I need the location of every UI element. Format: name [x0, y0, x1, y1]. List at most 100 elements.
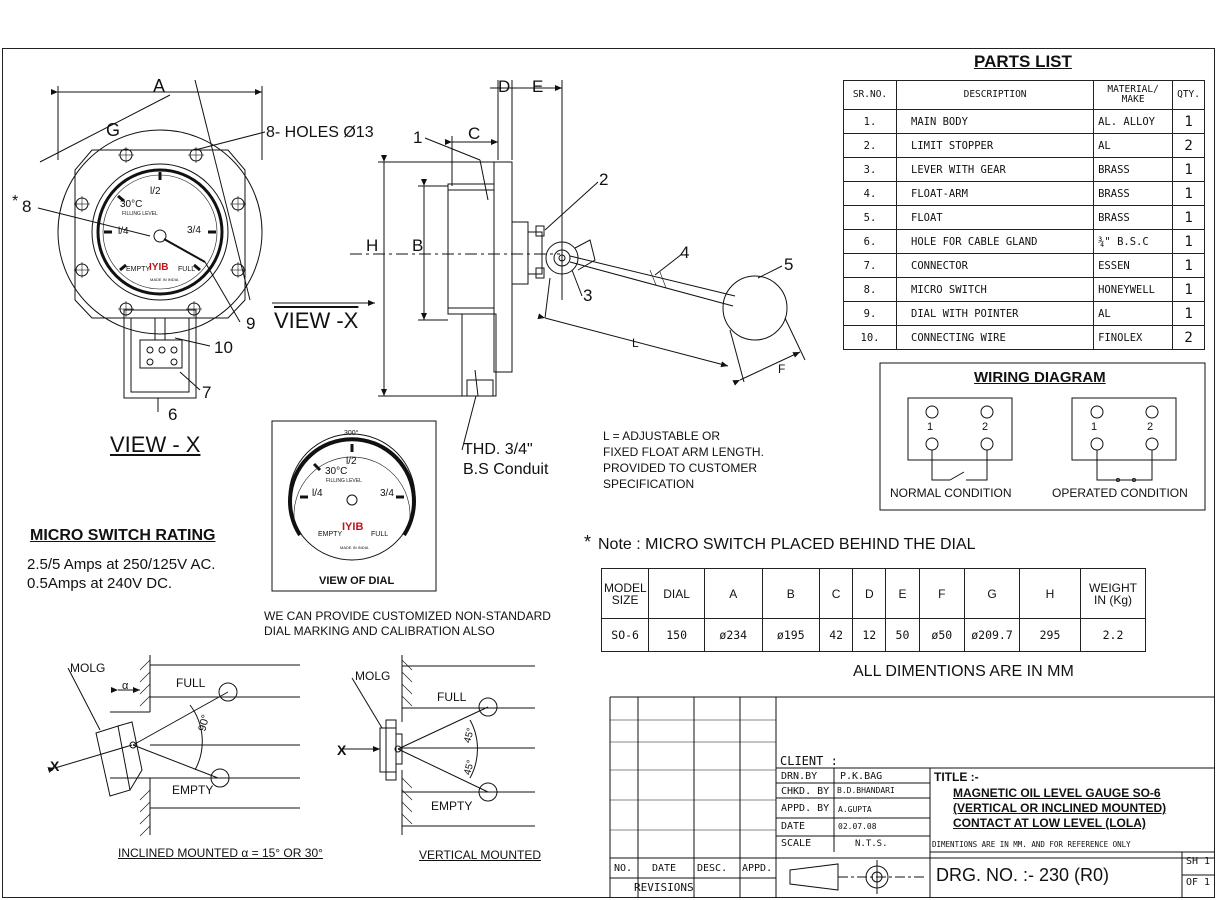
label-4: 4 [680, 243, 690, 262]
tb-title-line-1: MAGNETIC OIL LEVEL GAUGE SO-6 [953, 786, 1161, 800]
parts-header-qty: QTY. [1172, 80, 1205, 110]
wiring-normal-t2: 2 [982, 421, 989, 433]
parts-sr: 8. [843, 277, 897, 302]
tb-chkd-by-label: CHKD. BY [781, 786, 830, 797]
wiring-operated-t1: 1 [1091, 421, 1098, 433]
size-value-cell: ø50 [918, 618, 966, 652]
dial-view-empty: EMPTY [318, 531, 343, 538]
parts-sr: 4. [843, 181, 897, 206]
size-value-cell: 42 [819, 618, 854, 652]
view-x-arrow-label: VIEW -X [274, 308, 359, 333]
size-value-cell: 2.2 [1080, 618, 1146, 652]
all-dims-note: ALL DIMENTIONS ARE IN MM [853, 663, 1074, 680]
dim-l-label: L [632, 336, 639, 350]
holes-label: 8- HOLES Ø13 [266, 124, 374, 141]
size-header-cell: C [819, 568, 854, 619]
dial-brand-logo: IYIB [149, 262, 169, 273]
dial-3q: 3/4 [187, 225, 201, 236]
dial-quarter: l/4 [118, 226, 129, 237]
parts-sr: 3. [843, 157, 897, 182]
size-value-cell: ø209.7 [964, 618, 1020, 652]
size-header-cell: F [918, 568, 966, 619]
rating-line-2: 0.5Amps at 240V DC. [27, 575, 173, 592]
wiring-operated-label: OPERATED CONDITION [1052, 486, 1188, 500]
size-header-row: MODEL SIZE DIAL A B C D E F G H WEIGHT I… [600, 568, 1146, 619]
tb-title-line-2: (VERTICAL OR INCLINED MOUNTED) [953, 801, 1167, 815]
wiring-title: WIRING DIAGRAM [974, 369, 1106, 386]
parts-sr: 6. [843, 229, 897, 254]
parts-qty: 2 [1172, 133, 1205, 158]
micro-note-star: * [584, 532, 592, 552]
parts-desc: CONNECTING WIRE [895, 325, 1095, 350]
tb-of: OF 1 [1186, 877, 1211, 888]
dial-view [271, 420, 437, 592]
dim-c-label: C [468, 124, 481, 143]
wiring-diagram [879, 362, 1206, 511]
drawing-sheet [2, 48, 1215, 898]
label-10: 10 [214, 338, 233, 357]
parts-qty: 1 [1172, 157, 1205, 182]
table-row: SO-6 150 ø234 ø195 42 12 50 ø50 ø209.7 2… [600, 618, 1146, 652]
dim-g-label: G [106, 120, 121, 140]
rating-title: MICRO SWITCH RATING [30, 527, 216, 544]
tb-rev-appd: APPD. [742, 863, 773, 874]
parts-qty: 1 [1172, 109, 1205, 134]
l-note-line-1: L = ADJUSTABLE OR [603, 429, 721, 443]
parts-material: BRASS [1093, 205, 1174, 230]
side-view [272, 80, 806, 451]
parts-desc: DIAL WITH POINTER [895, 301, 1095, 326]
size-value-cell: ø234 [703, 618, 763, 652]
wiring-normal-label: NORMAL CONDITION [890, 486, 1012, 500]
tb-client: CLIENT : [780, 754, 838, 768]
tb-appd-by-label: APPD. BY [781, 803, 830, 814]
l-note-line-4: SPECIFICATION [603, 477, 695, 491]
size-header-cell: G [964, 568, 1020, 619]
vert-empty-label: EMPTY [431, 799, 473, 813]
tb-sheet: SH 1 [1186, 856, 1211, 867]
tb-title-line-3: CONTACT AT LOW LEVEL (LOLA) [953, 816, 1146, 830]
view-x-caption: VIEW - X [110, 432, 201, 457]
l-note-line-2: FIXED FLOAT ARM LENGTH. [603, 445, 764, 459]
label-8: 8 [22, 197, 32, 216]
parts-sr: 1. [843, 109, 897, 134]
parts-material: AL [1093, 133, 1174, 158]
tb-drn-by-label: DRN.BY [781, 771, 818, 782]
parts-sr: 10. [843, 325, 897, 350]
tb-scale: N.T.S. [855, 839, 888, 849]
custom-note: WE CAN PROVIDE CUSTOMIZED NON-STANDARD D… [264, 609, 551, 639]
parts-qty: 1 [1172, 229, 1205, 254]
vert-full-label: FULL [437, 690, 467, 704]
dial-empty: EMPTY [126, 266, 151, 273]
micro-note: Note : MICRO SWITCH PLACED BEHIND THE DI… [598, 536, 976, 553]
size-header-cell: B [761, 568, 821, 619]
vert-x-label: X [337, 742, 347, 758]
dial-view-made: MADE IN INDIA [340, 545, 369, 550]
parts-header-material: MATERIAL/ MAKE [1093, 80, 1174, 110]
vert-molg-label: MOLG [355, 669, 391, 683]
dial-temp: 30°C [120, 199, 143, 210]
parts-qty: 2 [1172, 325, 1205, 350]
parts-sr: 9. [843, 301, 897, 326]
parts-desc: CONNECTOR [895, 253, 1095, 278]
label-3: 3 [583, 286, 593, 305]
tb-drg-no: DRG. NO. :- 230 (R0) [936, 865, 1110, 885]
tb-title-label: TITLE :- [934, 770, 979, 784]
parts-desc: LEVER WITH GEAR [895, 157, 1095, 182]
size-header-cell: MODEL SIZE [600, 568, 650, 619]
dial-view-brand-logo: IYIB [342, 521, 364, 533]
parts-list-table: SR.NO. DESCRIPTION MATERIAL/ MAKE QTY. 1… [843, 80, 1205, 350]
size-value-cell: SO-6 [600, 618, 650, 652]
tb-chkd-by: B.D.BHANDARI [837, 786, 895, 795]
parts-material: FINOLEX [1093, 325, 1174, 350]
dial-sub: FILLING LEVEL [122, 211, 158, 217]
parts-qty: 1 [1172, 205, 1205, 230]
parts-header-row: SR.NO. DESCRIPTION MATERIAL/ MAKE QTY. [843, 80, 1205, 110]
incl-x-label: X [50, 758, 60, 774]
parts-sr: 7. [843, 253, 897, 278]
parts-desc: LIMIT STOPPER [895, 133, 1095, 158]
